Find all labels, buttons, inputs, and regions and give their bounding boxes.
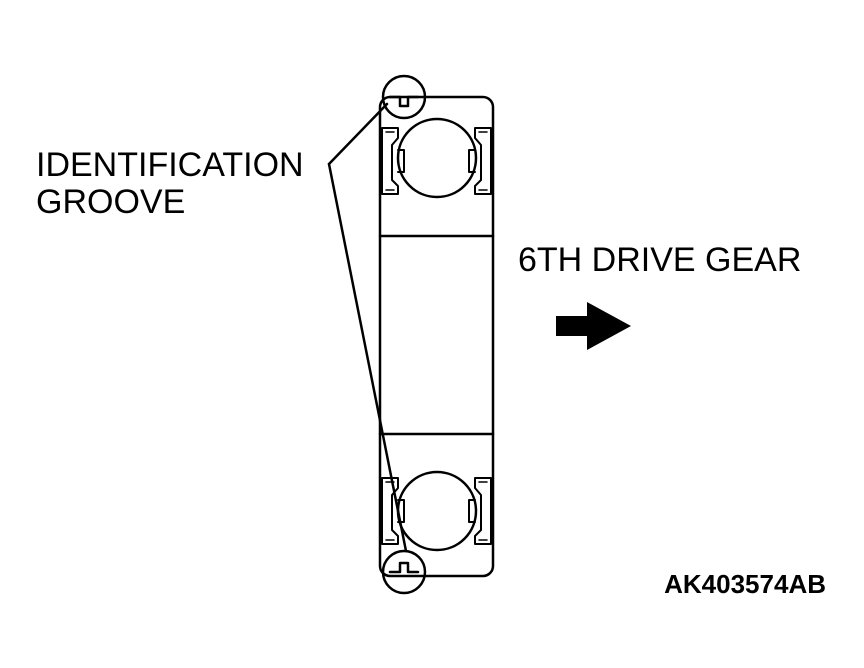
upper-ball: [396, 117, 478, 199]
right-arrow-icon: [556, 302, 631, 350]
bearing-section: [378, 74, 495, 595]
lower-right-seal: [474, 477, 492, 545]
bearing-outline: [378, 95, 495, 578]
groove-leader-lines: [327, 102, 408, 553]
upper-ball-assembly: [381, 117, 492, 199]
lower-groove-notch: [388, 561, 420, 574]
lower-ball: [396, 470, 478, 552]
upper-groove-marker: [381, 74, 427, 120]
lower-left-seal: [381, 477, 399, 545]
lower-groove-marker: [381, 549, 427, 595]
upper-left-seal: [381, 127, 399, 195]
upper-right-seal: [474, 127, 492, 195]
figure-code: AK403574AB: [664, 569, 826, 599]
identification-groove-label-line1: IDENTIFICATION: [36, 146, 304, 184]
identification-groove-label-line2: GROOVE: [36, 183, 185, 221]
upper-groove-notch: [388, 95, 420, 108]
drive-gear-label: 6TH DRIVE GEAR: [518, 241, 801, 279]
